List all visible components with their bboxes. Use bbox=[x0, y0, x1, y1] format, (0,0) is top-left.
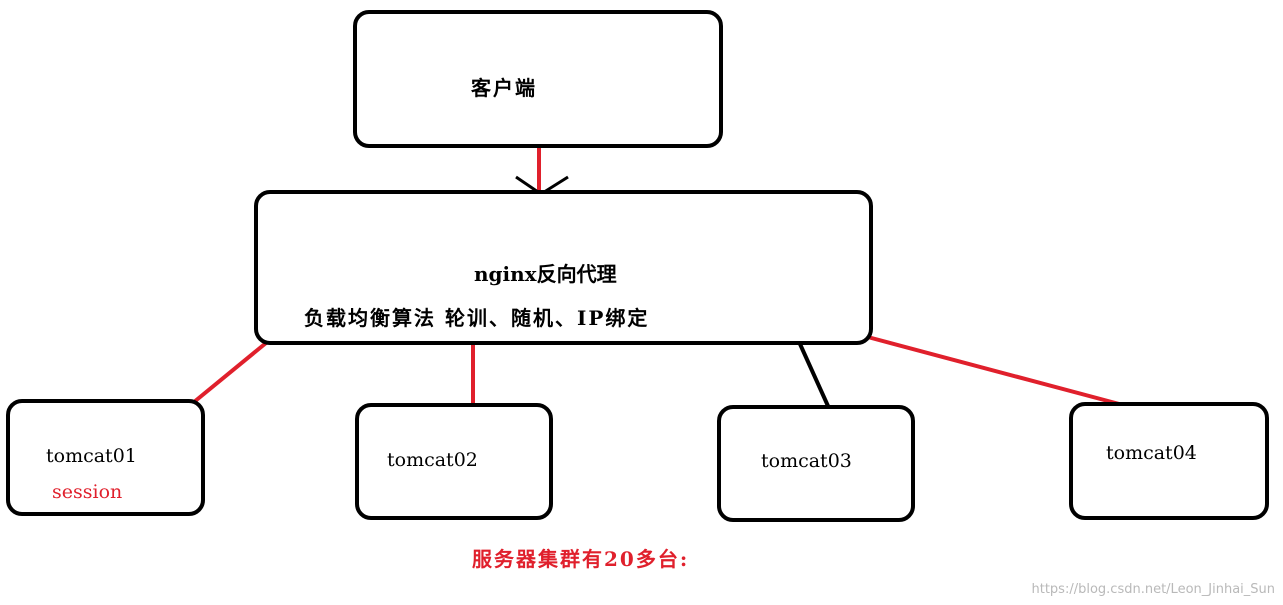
client-label: 客户端 bbox=[471, 76, 537, 100]
proxy-to-tomcat04-connector bbox=[863, 334, 1124, 407]
watermark-url: https://blog.csdn.net/Leon_Jinhai_Sun bbox=[1031, 582, 1276, 597]
tomcat01-box: tomcat01 session bbox=[6, 399, 205, 516]
proxy-title: nginx反向代理 bbox=[474, 262, 617, 286]
load-balancing-algorithms: 负载均衡算法 轮训、随机、IP绑定 bbox=[304, 306, 650, 330]
proxy-to-tomcat03-connector bbox=[798, 343, 830, 407]
tomcat02-box: tomcat02 bbox=[355, 403, 553, 520]
proxy-to-tomcat01-connector bbox=[192, 341, 268, 404]
tomcat04-box: tomcat04 bbox=[1069, 402, 1269, 520]
tomcat03-box: tomcat03 bbox=[717, 405, 915, 522]
tomcat01-label: tomcat01 bbox=[46, 445, 137, 467]
cluster-caption: 服务器集群有20多台: bbox=[472, 547, 690, 571]
nginx-proxy-box: nginx反向代理 负载均衡算法 轮训、随机、IP绑定 bbox=[254, 190, 873, 345]
tomcat04-label: tomcat04 bbox=[1106, 442, 1197, 464]
session-label: session bbox=[52, 481, 123, 503]
client-box: 客户端 bbox=[353, 10, 723, 148]
tomcat02-label: tomcat02 bbox=[387, 449, 478, 471]
tomcat03-label: tomcat03 bbox=[761, 450, 852, 472]
